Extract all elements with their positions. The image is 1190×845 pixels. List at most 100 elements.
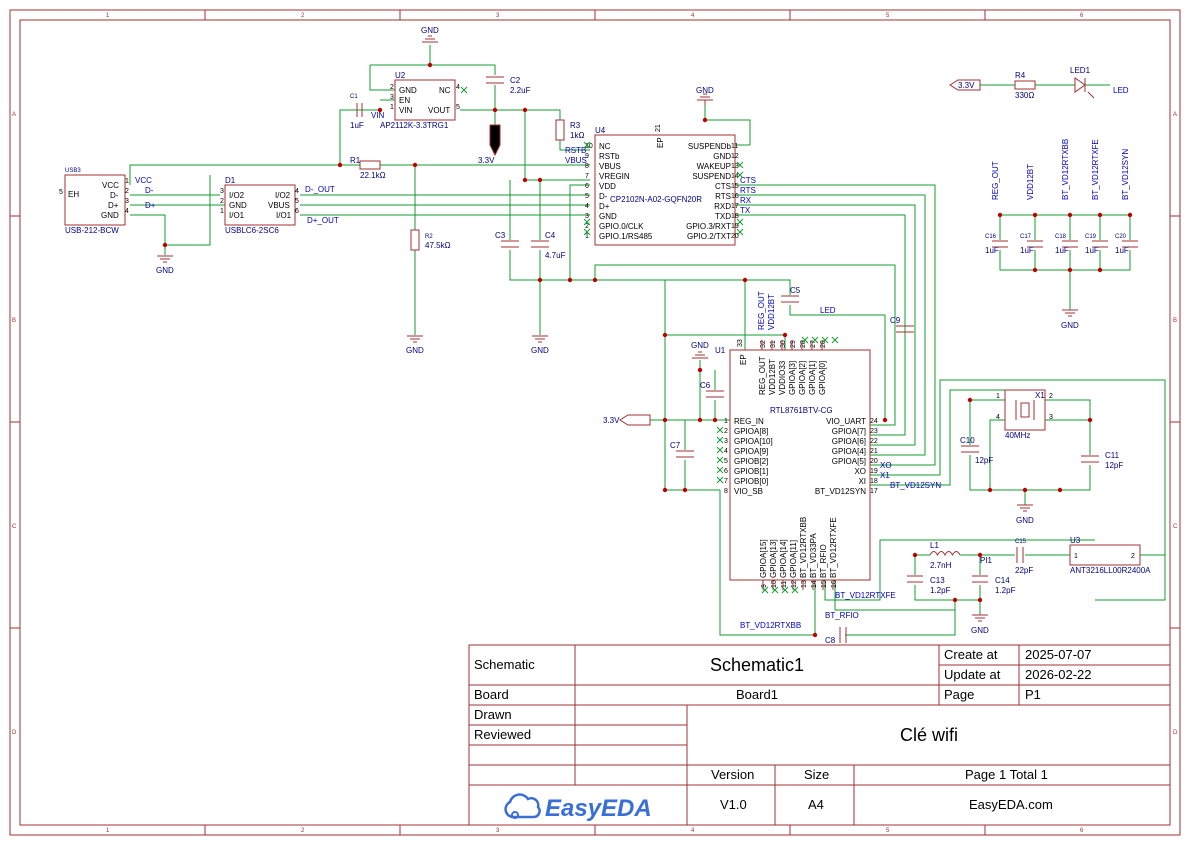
u4-pin-num: 17 [731,203,739,210]
c10-ref: C10 [960,436,975,445]
u4-pin-label: RTS [715,192,731,201]
update-label: Update at [944,667,1001,682]
c1-ref: C1 [350,94,358,100]
gnd-u1: GND [691,341,709,359]
net-label-rtxfe: BT_VD12RTXFE [835,591,896,600]
u4-pin-num: 1 [585,233,589,240]
u1-pin-num: 16 [831,580,838,588]
capacitor-c13[interactable]: C13 1.2pF [907,575,951,595]
led-led1[interactable]: LED1 [1070,66,1095,99]
drawn-label: Drawn [474,707,512,722]
u4-pin-num: 9 [585,153,589,160]
capacitor-c7[interactable]: C7 [670,441,694,458]
capacitor-c6[interactable]: C6 [700,381,724,398]
u1-ref: U1 [715,346,726,355]
capacitor-c5[interactable]: C5 [781,286,801,303]
l1-value: 2.7nH [930,561,952,570]
u4-pin-label: GND [713,152,731,161]
capacitor-c2[interactable]: C2 2.2uF [486,76,531,95]
u4-pin-num: 20 [731,233,739,240]
c18-ref: C18 [1055,234,1067,240]
net-label-vin: VIN [371,111,385,120]
net-label-regout: REG_OUT [991,161,1000,200]
u4-pin-label: NC [599,142,611,151]
capacitor-c15[interactable]: C15 22pF [1015,539,1033,575]
usb-uart-bridge-u4[interactable]: U4 EP 21 NC10RSTb9VBUS8VREGIN7VDD6D-5D+4… [585,124,739,246]
u1-pin-num: 3 [724,438,728,445]
d1-value: USBLC6-2SC6 [225,226,279,235]
u1-pin-label: VIO_UART [826,417,866,426]
d1-pin-num: 6 [295,208,299,215]
u1-pin-num: 19 [870,468,878,475]
net-label-3v3: 3.3V [958,81,975,90]
ldo-regulator-u2[interactable]: U2 GND EN VIN NC VOUT 2 3 1 4 5 AP2112K-… [380,71,460,130]
size-label: Size [804,767,829,782]
x1-pin-num: 2 [1049,393,1053,400]
antenna-u3[interactable]: U3 1 2 ANT3216LL00R2400A [1069,536,1151,575]
c4-value: 4.7uF [545,251,566,260]
d1-pin-num: 5 [295,198,299,205]
esd-protection-d1[interactable]: D1 I/O2 GND I/O1 I/O2 VBUS I/O1 3 2 1 4 … [220,176,299,235]
gnd-crystal: GND [1016,504,1034,525]
crystal-x1[interactable]: X1 40MHz 1 2 3 4 [996,389,1053,440]
resistor-r2[interactable]: R2 47.5kΩ [410,229,451,251]
u2-ref: U2 [395,71,406,80]
usb-pin-label: VCC [102,181,119,190]
capacitor-c3[interactable]: C3 [495,231,519,248]
usb-pin-label: D- [110,191,119,200]
capacitor-c14[interactable]: C14 1.2pF [972,575,1016,595]
vertical-net-labels: REG_OUT VDD12BT BT_VD12RTXBB BT_VD12RTXF… [991,139,1130,200]
usb-connector[interactable]: USB3 EH VCC D- D+ GND 5 1 2 3 4 USB-212-… [59,168,129,235]
r2-ref: R2 [425,234,433,240]
u1-pin-num: 30 [780,340,787,348]
usb-pin-label: EH [68,190,79,199]
u1-pin-label: GPIOA[8] [734,427,768,436]
schematic-label: Schematic [474,657,535,672]
net-label-dpout: D+_OUT [307,216,339,225]
x1-value: 40MHz [1005,431,1030,440]
row-label: A [12,112,16,118]
capacitor-c19[interactable]: C19 1uF [1085,234,1108,255]
u4-pin-num: 6 [585,183,589,190]
nc-mark [716,466,724,474]
r2-value: 47.5kΩ [425,241,451,250]
net-label-vd12syn: BT_VD12SYN [1121,149,1130,200]
capacitor-c9[interactable]: C9 [890,316,914,333]
net-label-rtxfe: BT_VD12RTXFE [1091,139,1100,200]
u1-pin-label: BT_VD33PA [809,533,818,578]
u4-pin-label: RSTb [599,152,620,161]
usb-value: USB-212-BCW [65,226,119,235]
c10-value: 12pF [975,456,993,465]
ground-symbols: GND GND GND GND GND GND GND GND GND [156,26,1079,635]
u1-pin-label: GPIOA[0] [818,361,827,395]
capacitor-c11[interactable]: C11 12pF [1081,451,1123,470]
capacitor-c1[interactable]: C1 1uF [350,94,364,130]
u2-pin-num: 2 [390,84,394,91]
capacitor-c10[interactable]: C10 12pF [960,436,993,465]
capacitor-c17[interactable]: C17 1uF [1020,234,1043,255]
resistor-r4[interactable]: R4 330Ω [1014,71,1036,100]
c20-ref: C20 [1115,234,1127,240]
usb-pin-num: 2 [125,188,129,195]
nc-mark [736,161,744,169]
inductor-l1[interactable]: L1 2.7nH [929,541,961,570]
resistor-r1[interactable]: R1 22.1kΩ [350,156,386,180]
bluetooth-ic-u1[interactable]: U1 EP 33 RTL8761BTV-CG REG_IN1GPIOA[8]2G… [715,339,878,590]
u4-pin-label: SUSPEND [692,172,731,181]
u1-pin-label: VIO_SB [734,487,763,496]
c14-value: 1.2pF [995,586,1016,595]
capacitor-c18[interactable]: C18 1uF [1055,234,1078,255]
gnd-label: GND [156,266,174,275]
update-date: 2026-02-22 [1025,667,1092,682]
capacitor-c20[interactable]: C20 1uF [1115,234,1138,255]
col-label: 4 [691,828,695,834]
frame-row-labels: A B C D A B C D [12,112,1178,736]
resistor-r3[interactable]: R3 1kΩ [555,119,584,141]
capacitor-c4[interactable]: C4 4.7uF [531,231,566,260]
u3-value: ANT3216LL00R2400A [1070,566,1151,575]
u4-pin-label: GPIO.1/RS485 [599,232,653,241]
capacitor-c16[interactable]: C16 1uF [985,234,1008,255]
u1-pin-label: BT_VD12RTXBB [799,517,808,578]
capacitor-c8[interactable]: C8 [825,627,847,645]
